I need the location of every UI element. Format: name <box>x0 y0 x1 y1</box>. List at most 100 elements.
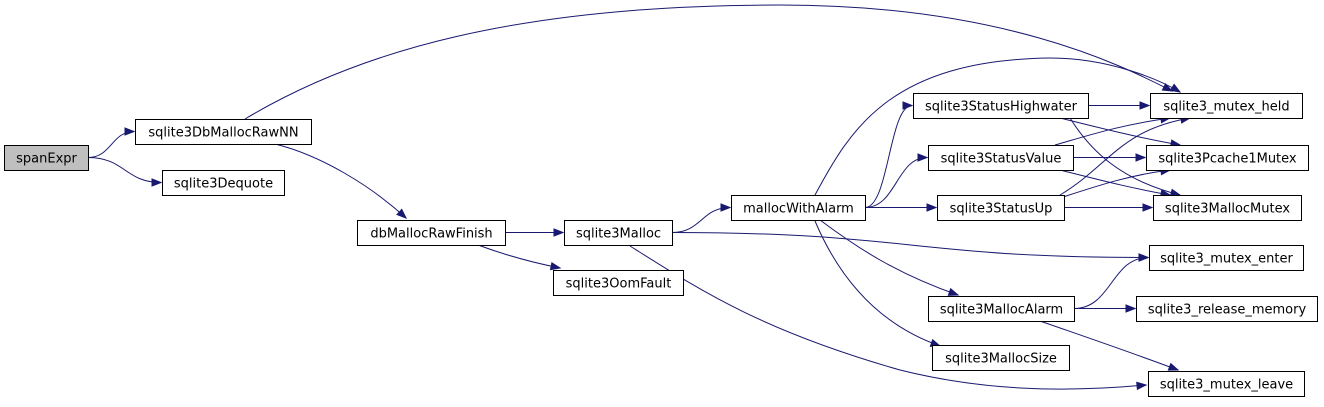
node-label: mallocWithAlarm <box>743 202 854 217</box>
edge-line <box>1039 320 1179 371</box>
node-spanexpr[interactable]: spanExpr <box>4 145 89 171</box>
node-box <box>928 296 1075 322</box>
edge-sqlite3mallocalarm-to-sqlite3-mutex-enter <box>1073 253 1150 309</box>
edge-line <box>814 220 941 347</box>
node-box <box>564 220 673 246</box>
node-sqlite3statusup[interactable]: sqlite3StatusUp <box>937 195 1065 221</box>
node-box <box>937 195 1065 221</box>
node-box <box>1146 145 1309 171</box>
node-label: dbMallocRawFinish <box>370 227 492 242</box>
node-sqlite3mallocsize[interactable]: sqlite3MallocSize <box>932 345 1070 371</box>
node-dbmallocrawfinish[interactable]: dbMallocRawFinish <box>357 220 506 246</box>
node-sqlite3-mutex-held[interactable]: sqlite3_mutex_held <box>1150 93 1303 119</box>
edge-arrowhead <box>1125 304 1137 313</box>
node-sqlite3malloc[interactable]: sqlite3Malloc <box>564 220 673 246</box>
edge-line <box>1069 117 1181 196</box>
edge-sqlite3statusvalue-to-sqlite3pcache1mutex <box>1073 153 1147 162</box>
edge-sqlite3malloc-to-sqlite3-mutex-enter <box>671 232 1150 262</box>
edge-spanexpr-to-sqlite3dequote <box>87 157 163 187</box>
edge-arrowhead <box>396 208 408 219</box>
node-box <box>1153 195 1302 221</box>
edge-arrowhead <box>151 178 163 187</box>
edge-sqlite3statushighwater-to-sqlite3-mutex-held <box>1088 101 1151 110</box>
edge-arrowhead <box>1135 153 1147 162</box>
edge-line <box>87 131 135 158</box>
edge-line <box>1073 257 1149 309</box>
node-sqlite3dequote[interactable]: sqlite3Dequote <box>162 170 285 196</box>
node-label: sqlite3_mutex_enter <box>1160 252 1293 267</box>
node-sqlite3-mutex-leave[interactable]: sqlite3_mutex_leave <box>1148 371 1305 397</box>
node-box <box>913 93 1089 119</box>
node-sqlite3oomfault[interactable]: sqlite3OomFault <box>553 270 684 296</box>
edge-arrowhead <box>1161 82 1174 92</box>
edge-arrowhead <box>1139 101 1151 110</box>
node-label: sqlite3MallocAlarm <box>940 303 1063 318</box>
node-box <box>1150 93 1303 119</box>
edge-dbmallocrawfinish-to-sqlite3malloc <box>505 228 565 237</box>
node-box <box>162 170 285 196</box>
edge-line <box>814 57 1181 196</box>
edge-arrowhead <box>1142 203 1154 212</box>
edge-line <box>1059 117 1181 146</box>
node-mallocwithalarm[interactable]: mallocWithAlarm <box>731 195 866 221</box>
edge-mallocwithalarm-to-sqlite3mallocalarm <box>819 219 960 296</box>
edge-arrowhead <box>720 203 732 212</box>
node-sqlite3dbmallocrawnn[interactable]: sqlite3DbMallocRawNN <box>135 119 312 145</box>
node-label: sqlite3DbMallocRawNN <box>148 126 298 141</box>
node-label: sqlite3MallocMutex <box>1165 202 1290 217</box>
edge-sqlite3mallocalarm-to-sqlite3-mutex-leave <box>1039 320 1180 371</box>
edge-arrowhead <box>553 228 565 237</box>
edge-arrowhead <box>926 203 938 212</box>
node-sqlite3mallocmutex[interactable]: sqlite3MallocMutex <box>1153 195 1302 221</box>
node-box <box>928 145 1074 171</box>
edge-spanexpr-to-sqlite3dbmallocrawnn <box>87 127 136 158</box>
node-sqlite3pcache1mutex[interactable]: sqlite3Pcache1Mutex <box>1146 145 1309 171</box>
node-label: sqlite3Dequote <box>174 177 273 192</box>
node-sqlite3-release-memory[interactable]: sqlite3_release_memory <box>1136 296 1318 322</box>
node-label: sqlite3MallocSize <box>945 352 1057 367</box>
node-sqlite3mallocalarm[interactable]: sqlite3MallocAlarm <box>928 296 1075 322</box>
node-label: sqlite3StatusUp <box>950 202 1053 217</box>
edge-sqlite3statusup-to-sqlite3mallocmutex <box>1064 203 1154 212</box>
node-sqlite3statushighwater[interactable]: sqlite3StatusHighwater <box>913 93 1089 119</box>
node-label: spanExpr <box>16 152 77 167</box>
edge-arrowhead <box>917 153 929 162</box>
edge-mallocwithalarm-to-sqlite3statusvalue <box>864 153 929 208</box>
node-label: sqlite3_mutex_held <box>1163 100 1289 115</box>
node-box <box>357 220 506 246</box>
node-box <box>932 345 1070 371</box>
edge-arrowhead <box>947 287 960 296</box>
node-sqlite3-mutex-enter[interactable]: sqlite3_mutex_enter <box>1149 245 1304 271</box>
edge-line <box>244 4 1173 120</box>
edge-line <box>1062 169 1171 198</box>
node-box <box>4 145 89 171</box>
edge-line <box>274 143 407 219</box>
edge-arrowhead <box>1169 83 1182 93</box>
node-box <box>553 270 684 296</box>
node-box <box>1136 296 1318 322</box>
edge-mallocwithalarm-to-sqlite3mallocsize <box>814 220 942 347</box>
edge-sqlite3dbmallocrawnn-to-sqlite3-mutex-held <box>244 4 1174 120</box>
node-box <box>135 119 312 145</box>
edge-sqlite3malloc-to-mallocwithalarm <box>671 203 732 233</box>
edge-arrowhead <box>549 261 562 271</box>
node-label: sqlite3Malloc <box>576 227 661 242</box>
edge-line <box>1054 117 1171 146</box>
node-label: sqlite3StatusValue <box>941 152 1062 167</box>
edge-line <box>864 105 913 208</box>
nodes-layer: spanExpr sqlite3DbMallocRawNN sqlite3Dequo… <box>4 93 1318 397</box>
edge-line <box>1059 117 1191 196</box>
edge-mallocwithalarm-to-sqlite3statusup <box>865 203 938 212</box>
node-label: sqlite3OomFault <box>566 277 672 292</box>
node-sqlite3statusvalue[interactable]: sqlite3StatusValue <box>928 145 1074 171</box>
edge-arrowhead <box>1167 362 1180 371</box>
edges-layer <box>87 4 1192 391</box>
edge-dbmallocrawfinish-to-sqlite3oomfault <box>477 244 562 271</box>
node-label: sqlite3Pcache1Mutex <box>1158 152 1297 167</box>
edge-mallocwithalarm-to-sqlite3statushighwater <box>864 101 914 208</box>
edge-line <box>629 245 1147 390</box>
node-box <box>731 195 866 221</box>
edge-mallocwithalarm-to-sqlite3-mutex-held <box>814 57 1182 196</box>
edge-line <box>87 157 162 183</box>
